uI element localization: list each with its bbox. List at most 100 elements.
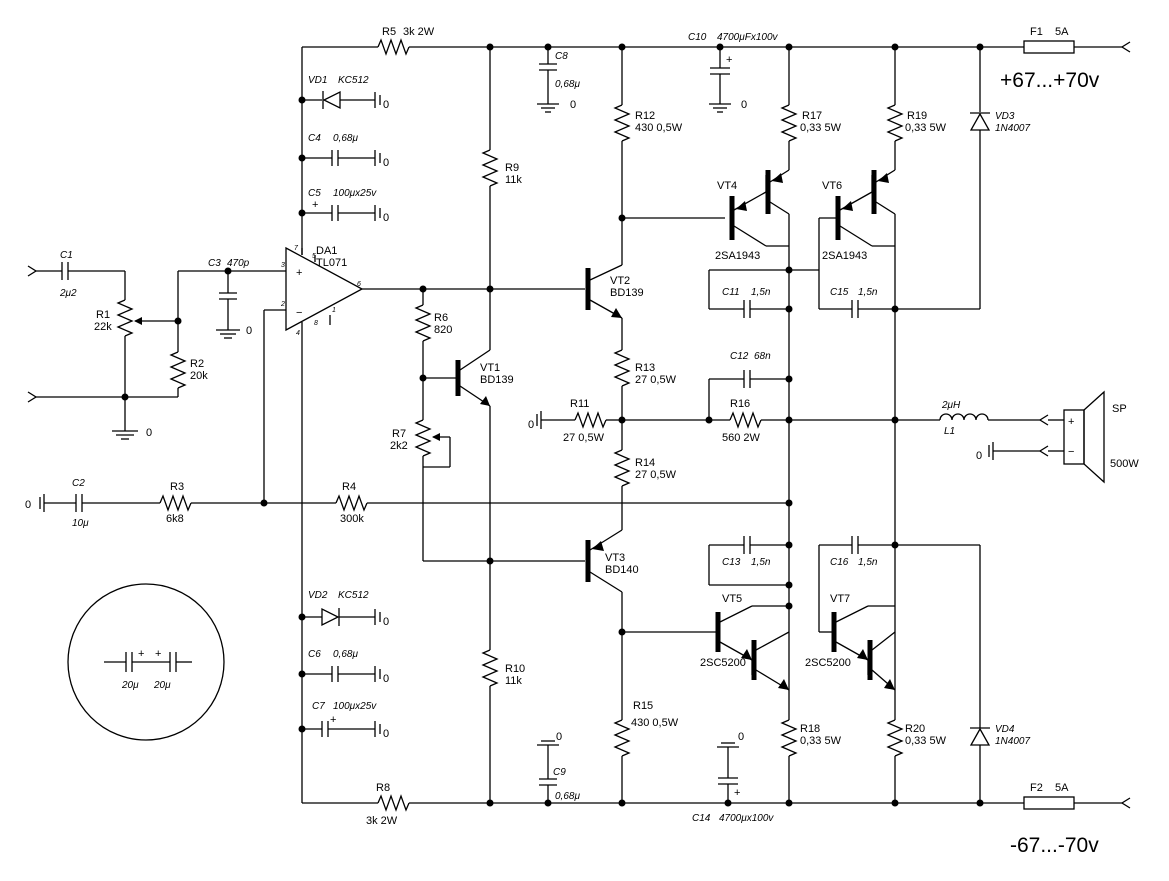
c2-ref: C2 xyxy=(72,478,85,489)
negative-rail-label: -67...-70v xyxy=(1010,834,1099,857)
r20-ref: R20 xyxy=(905,723,925,735)
r18-ref: R18 xyxy=(800,723,820,735)
c11-ref: C11 xyxy=(722,287,740,298)
l1-ref: L1 xyxy=(944,426,955,437)
c7-plus: + xyxy=(330,714,336,726)
c10-value: 4700μFx100v xyxy=(717,32,779,43)
c2-gnd: 0 xyxy=(25,499,31,511)
c4-value: 0,68μ xyxy=(333,133,358,144)
f2-value: 5A xyxy=(1055,782,1069,794)
r3-value: 6k8 xyxy=(166,513,184,525)
c2-value: 10μ xyxy=(72,518,89,529)
pin-2: 2 xyxy=(280,301,285,308)
c15-value: 1,5n xyxy=(858,287,878,298)
vt5-value: 2SC5200 xyxy=(700,657,746,669)
vd4-ref: VD4 xyxy=(995,724,1015,735)
vd3-value: 1N4007 xyxy=(995,123,1030,134)
c15-ref: C15 xyxy=(830,287,849,298)
inset-capacitor-circle xyxy=(67,583,225,741)
c4-gnd: 0 xyxy=(383,157,389,169)
c14-gnd: 0 xyxy=(738,731,744,743)
vt4-value: 2SA1943 xyxy=(715,250,760,262)
l1-inductor xyxy=(939,413,1064,426)
c7-capacitor xyxy=(302,721,381,737)
pin-4: 4 xyxy=(296,330,300,337)
c6-ref: C6 xyxy=(308,649,321,660)
speaker-minus: − xyxy=(1068,446,1074,458)
vt5-transistor xyxy=(715,605,790,691)
vd1-ref: VD1 xyxy=(308,75,327,86)
c6-gnd: 0 xyxy=(383,673,389,685)
opamp-plus: + xyxy=(296,267,302,279)
positive-rail xyxy=(302,38,1131,56)
r7-ref: R7 xyxy=(392,428,406,440)
vd3-diode xyxy=(895,47,991,310)
vt7-transistor xyxy=(819,605,896,691)
r3-ref: R3 xyxy=(170,481,184,493)
r1-ref: R1 xyxy=(96,309,110,321)
positive-rail-label: +67...+70v xyxy=(1000,69,1100,92)
c12-capacitor xyxy=(708,370,789,420)
pin-1: 1 xyxy=(332,307,336,314)
speaker-value: 500W xyxy=(1110,458,1139,470)
c4-capacitor xyxy=(302,150,381,166)
r5-value: 3k 2W xyxy=(403,26,435,38)
c14-ref: C14 xyxy=(692,813,711,824)
r6-value: 820 xyxy=(434,324,452,336)
c15-capacitor xyxy=(819,300,895,318)
vd2-gnd: 0 xyxy=(383,616,389,628)
vt1-ref: VT1 xyxy=(480,362,500,374)
inset-c1-value: 20μ xyxy=(121,680,139,691)
c5-value: 100μx25v xyxy=(333,188,377,199)
r12-ref: R12 xyxy=(635,110,655,122)
r15-value: 430 0,5W xyxy=(631,717,679,729)
c9-gnd: 0 xyxy=(556,731,562,743)
r19-value: 0,33 5W xyxy=(905,122,947,134)
c14-value: 4700μx100v xyxy=(719,813,774,824)
r17-value: 0,33 5W xyxy=(800,122,842,134)
vt6-value: 2SA1943 xyxy=(822,250,867,262)
c7-value: 100μx25v xyxy=(333,701,377,712)
inset-plus-1: + xyxy=(138,648,144,660)
vd3-ref: VD3 xyxy=(995,111,1015,122)
r20-value: 0,33 5W xyxy=(905,735,947,747)
inset-plus-2: + xyxy=(155,648,161,660)
r11-value: 27 0,5W xyxy=(563,432,605,444)
input-gnd: 0 xyxy=(146,427,152,439)
r11-resistor xyxy=(536,411,622,429)
f1-ref: F1 xyxy=(1030,26,1043,38)
inset-c2-value: 20μ xyxy=(153,680,171,691)
r13-value: 27 0,5W xyxy=(635,374,677,386)
feedback-network xyxy=(39,494,789,512)
c10-gnd: 0 xyxy=(741,99,747,111)
r1-value: 22k xyxy=(94,321,112,333)
c3-ref: C3 xyxy=(208,258,221,269)
pin-8: 8 xyxy=(314,320,318,327)
r4-value: 300k xyxy=(340,513,364,525)
c3-value: 470p xyxy=(227,258,250,269)
r4-ref: R4 xyxy=(342,481,356,493)
input-network xyxy=(27,262,286,440)
vt7-ref: VT7 xyxy=(830,593,850,605)
r10-ref: R10 xyxy=(505,663,525,675)
driver-column xyxy=(585,47,730,803)
c3-gnd: 0 xyxy=(246,325,252,337)
da1-value: TL071 xyxy=(316,257,347,269)
speaker-gnd: 0 xyxy=(976,450,982,462)
da1-ref: DA1 xyxy=(316,245,337,257)
junction-dots xyxy=(121,43,984,807)
r5-ref: R5 xyxy=(382,26,396,38)
c7-ref: C7 xyxy=(312,701,325,712)
c10-plus: + xyxy=(726,54,732,66)
c10-ref: C10 xyxy=(688,32,707,43)
c16-ref: C16 xyxy=(830,557,849,568)
r10-value: 11k xyxy=(505,675,522,687)
r18-value: 0,33 5W xyxy=(800,735,842,747)
c7-gnd: 0 xyxy=(383,728,389,740)
c8-gnd: 0 xyxy=(570,99,576,111)
c16-value: 1,5n xyxy=(858,557,878,568)
vd1-zener xyxy=(302,90,381,110)
pin-6: 6 xyxy=(357,281,361,288)
vt2-ref: VT2 xyxy=(610,275,630,287)
c11-value: 1,5n xyxy=(751,287,771,298)
